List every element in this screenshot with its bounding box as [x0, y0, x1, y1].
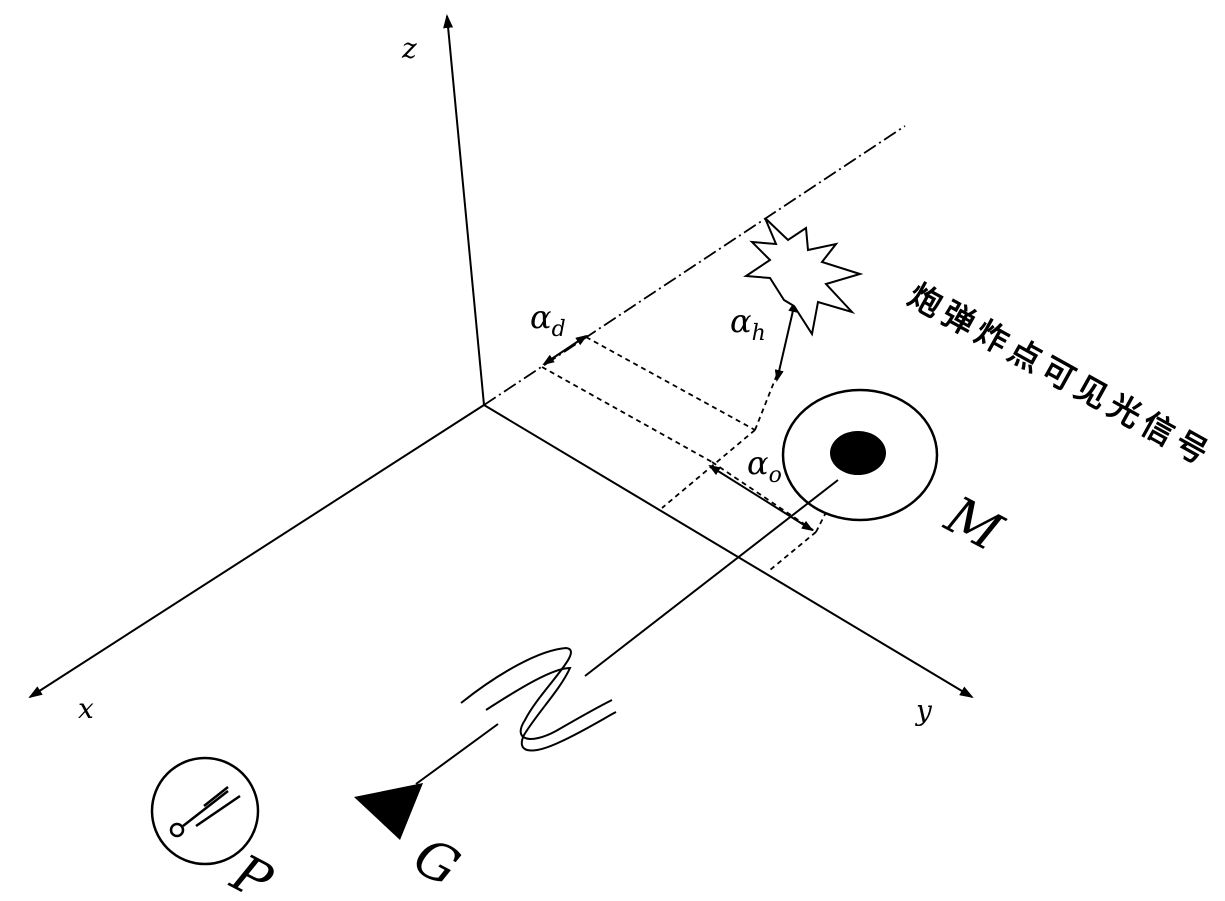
target-M-label: M [935, 485, 1013, 564]
radio-link-zigzag-icon [460, 646, 613, 740]
alpha-h-arrow [774, 300, 798, 382]
processing-unit-P-icon [150, 756, 260, 866]
x-axis-label: x [78, 692, 94, 725]
alpha-d-arrow [542, 334, 588, 366]
alpha-o-label: αo [747, 444, 782, 488]
target-M-icon [781, 388, 939, 522]
alpha-h-label: αh [730, 302, 766, 346]
z-axis [443, 14, 485, 406]
z-axis-label: z [401, 32, 417, 65]
ground-station-G-icon [354, 783, 423, 840]
dash-dot-reference-line [483, 125, 906, 406]
y-axis [483, 404, 974, 699]
alpha-o-arrow [708, 464, 814, 532]
radio-link-zigzag-outer-icon [485, 666, 617, 752]
alpha-d-label: αd [530, 298, 566, 342]
signal-description-text: 炮弹炸点可见光信号 [902, 276, 1220, 475]
x-axis [28, 404, 485, 699]
signal-line-upper [584, 479, 839, 677]
ground-station-G-label: G [404, 827, 469, 899]
y-axis-label: y [914, 694, 933, 727]
signal-line-lower [415, 723, 499, 785]
explosion-burst-icon [743, 217, 864, 337]
